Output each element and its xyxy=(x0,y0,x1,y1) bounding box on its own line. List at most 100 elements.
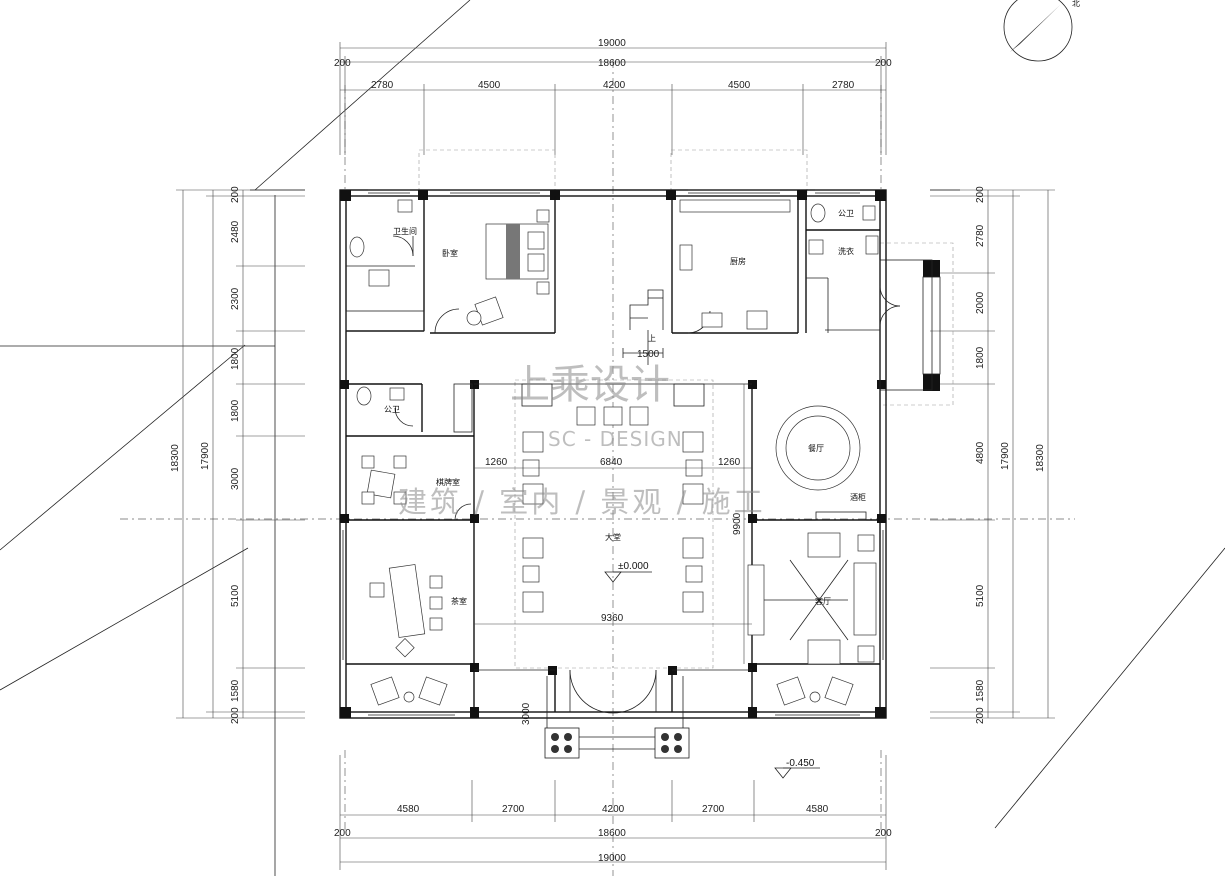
entrance-porch xyxy=(544,676,690,759)
dim-top-edge-left: 200 xyxy=(334,58,351,69)
dim-top-bay-1: 2780 xyxy=(371,80,394,91)
level-markers: ±0.000 -0.450 xyxy=(604,561,820,779)
dim-hall-depth: 9900 xyxy=(732,512,743,535)
columns xyxy=(340,190,940,718)
wine-cabinet-icon xyxy=(815,511,867,521)
dim-right-overall: 18300 xyxy=(1035,444,1046,472)
bed-icon xyxy=(485,223,549,280)
dim-bottom-bay-4: 2700 xyxy=(702,804,725,815)
dim-top-bay-3: 4200 xyxy=(603,80,626,91)
toilet-icon xyxy=(356,386,372,406)
dim-bottom-edge-right: 200 xyxy=(875,828,892,839)
dim-top-edge-right: 200 xyxy=(875,58,892,69)
dim-top-bay-2: 4500 xyxy=(478,80,501,91)
watermark: 上乘设计 SC - DESIGN 建筑 / 室内 / 景观 / 施工 xyxy=(398,362,766,519)
dim-left-bay-6: 5100 xyxy=(230,584,241,607)
living-sofa-set-icon xyxy=(747,532,877,665)
staircase: 上 1500 xyxy=(622,289,664,365)
dim-hall-side-right: 1260 xyxy=(718,457,741,468)
dim-bottom-bay-5: 4580 xyxy=(806,804,829,815)
nightstand-icon xyxy=(536,281,550,295)
dim-right-bay-4: 4800 xyxy=(975,441,986,464)
room-label-living: 客厅 xyxy=(815,596,831,606)
kitchen-counter-icon xyxy=(679,199,791,213)
porch-planter-left xyxy=(551,733,572,753)
dim-top-bay-5: 2780 xyxy=(832,80,855,91)
interior-dimensions: 1260 6840 1260 9360 9900 xyxy=(474,384,752,664)
room-label-tea-room: 茶室 xyxy=(451,596,467,606)
dim-hall-side-left: 1260 xyxy=(485,457,508,468)
watermark-english: SC - DESIGN xyxy=(548,427,683,451)
toilet-icon xyxy=(810,203,826,223)
fridge-icon xyxy=(746,310,768,330)
room-label-chess-room: 棋牌室 xyxy=(436,477,460,487)
shower-icon xyxy=(368,269,390,287)
watermark-services: 建筑 / 室内 / 景观 / 施工 xyxy=(398,485,766,519)
room-label-kitchen: 厨房 xyxy=(730,256,746,266)
dim-right-bay-6: 1580 xyxy=(975,679,986,702)
dim-bottom-bay-2: 2700 xyxy=(502,804,525,815)
dim-porch-depth: 3000 xyxy=(521,702,532,725)
dim-left-bay-4: 1800 xyxy=(230,399,241,422)
living-armchairs-icon xyxy=(776,676,854,706)
tea-room-armchairs-icon xyxy=(370,676,448,706)
dim-left-overall: 18300 xyxy=(170,444,181,472)
bottom-dimensions: 4580 2700 4200 2700 4580 18600 200 200 1… xyxy=(334,702,892,870)
chess-table-icon xyxy=(361,455,407,505)
laundry-sink-icon xyxy=(865,235,879,255)
dim-left-bay-5: 3000 xyxy=(230,467,241,490)
dim-bottom-axis: 18600 xyxy=(598,828,626,839)
dim-right-bay-5: 5100 xyxy=(975,584,986,607)
room-label-public-wc-left: 公卫 xyxy=(384,405,400,414)
furniture xyxy=(349,199,879,706)
hall-sofa-set-icon xyxy=(521,383,705,613)
level-outside: -0.450 xyxy=(786,758,815,769)
stair-up-label: 上 xyxy=(648,334,656,343)
room-label-bathroom: 卫生间 xyxy=(393,226,417,236)
dim-right-bay-3: 1800 xyxy=(975,346,986,369)
dim-left-axis: 17900 xyxy=(200,442,211,470)
room-label-public-wc-top: 公卫 xyxy=(838,209,854,218)
watermark-brand: 上乘设计 xyxy=(510,362,670,408)
left-dimensions: 18300 17900 200 2480 2300 1800 1800 3000… xyxy=(170,186,305,724)
dim-right-bay-2: 2000 xyxy=(975,291,986,314)
dim-top-overall: 19000 xyxy=(598,38,626,49)
dim-bottom-bay-1: 4580 xyxy=(397,804,420,815)
room-label-laundry: 洗衣 xyxy=(838,246,854,256)
level-floor: ±0.000 xyxy=(618,561,649,572)
room-label-hall: 大堂 xyxy=(605,532,621,542)
dim-left-edge-bottom: 200 xyxy=(230,707,241,724)
room-labels: 卫生间 卧室 厨房 公卫 洗衣 公卫 棋牌室 茶室 大堂 餐厅 酒柜 客厅 xyxy=(384,209,866,606)
dim-left-edge-top: 200 xyxy=(230,186,241,203)
north-compass: 北 xyxy=(1003,0,1080,62)
dim-right-bay-1: 2780 xyxy=(975,224,986,247)
dining-table-icon xyxy=(775,405,861,491)
toilet-icon xyxy=(349,236,365,258)
nightstand-icon xyxy=(536,209,550,223)
dim-bottom-bay-3: 4200 xyxy=(602,804,625,815)
room-label-wine-cabinet: 酒柜 xyxy=(850,492,866,502)
dim-bottom-overall: 19000 xyxy=(598,853,626,864)
dim-hall-bottom: 9360 xyxy=(601,613,624,624)
north-label: 北 xyxy=(1072,0,1080,8)
dim-hall-width: 6840 xyxy=(600,457,623,468)
room-label-dining: 餐厅 xyxy=(808,444,824,453)
washing-machine-icon xyxy=(808,239,824,255)
kitchen-sink-icon xyxy=(701,312,723,328)
dim-right-axis: 17900 xyxy=(1000,442,1011,470)
dim-stair-width: 1500 xyxy=(637,349,660,360)
dim-left-bay-1: 2480 xyxy=(230,220,241,243)
room-label-bedroom: 卧室 xyxy=(442,248,458,258)
windows xyxy=(339,189,887,716)
sink-icon xyxy=(862,205,876,221)
top-dimensions: 19000 18600 200 200 2780 4500 4200 4500 … xyxy=(334,38,892,155)
dim-right-edge-top: 200 xyxy=(975,186,986,203)
dim-left-bay-2: 2300 xyxy=(230,287,241,310)
side-table-icon xyxy=(466,310,482,326)
dim-right-edge-bottom: 200 xyxy=(975,707,986,724)
tea-table-icon xyxy=(369,564,443,658)
dim-bottom-edge-left: 200 xyxy=(334,828,351,839)
dim-left-bay-7: 1580 xyxy=(230,679,241,702)
